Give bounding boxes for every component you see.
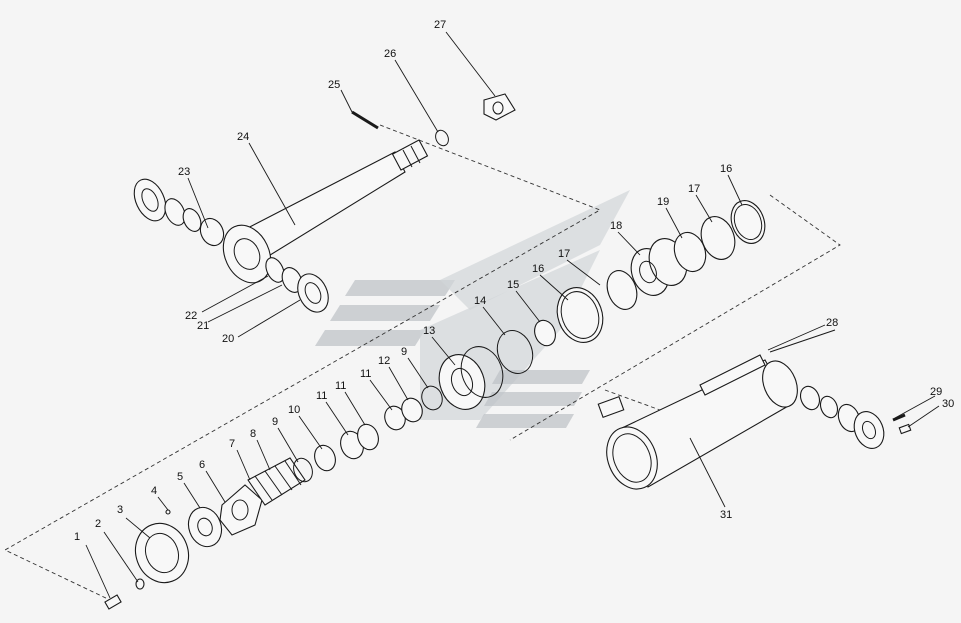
part-label-26: 26 [384, 48, 396, 60]
part-label-27: 27 [434, 19, 446, 31]
part-label-11a: 11 [316, 390, 327, 402]
rod-end-seals [133, 178, 225, 247]
part-label-19: 19 [657, 196, 669, 208]
rings-19-16-17 [673, 200, 766, 273]
slotted-nut [483, 93, 516, 121]
part-label-1: 1 [74, 531, 80, 543]
part-label-13: 13 [423, 325, 435, 337]
part-label-15: 15 [507, 279, 519, 291]
piston-rod [222, 139, 429, 284]
part-label-14: 14 [474, 295, 486, 307]
part-label-12: 12 [378, 355, 390, 367]
part-label-29: 29 [930, 386, 942, 398]
part-label-11b: 11 [335, 380, 346, 392]
leader-lines [85, 31, 940, 599]
part-label-10: 10 [288, 404, 300, 416]
seal-14 [496, 330, 534, 374]
seal-rings-9-12 [293, 385, 443, 483]
part-label-16a: 16 [532, 263, 544, 275]
part-label-9b: 9 [401, 346, 407, 358]
part-label-2: 2 [95, 518, 101, 530]
screw-4 [165, 509, 171, 515]
bolt-1 [104, 594, 122, 610]
flange-5 [187, 506, 223, 548]
part-label-30: 30 [942, 398, 954, 410]
cylinder-tube [597, 329, 912, 490]
part-label-31: 31 [720, 509, 732, 521]
part-label-22: 22 [185, 310, 197, 322]
dashed-axis-lines [4, 124, 841, 601]
pin-bolt [351, 110, 379, 130]
guide-6 [219, 484, 263, 536]
part-label-11c: 11 [360, 368, 371, 380]
part-label-20: 20 [222, 333, 234, 345]
part-label-4: 4 [151, 485, 157, 497]
part-label-6: 6 [199, 459, 205, 471]
part-label-23: 23 [178, 166, 190, 178]
rings-16-17 [556, 270, 638, 343]
rod-eye-bearing-parts [265, 257, 329, 313]
piston-13 [438, 346, 504, 410]
part-label-5: 5 [177, 471, 183, 483]
part-label-9a: 9 [272, 416, 278, 428]
part-label-25: 25 [328, 79, 340, 91]
bushing-15 [534, 319, 556, 347]
part-label-17b: 17 [688, 183, 700, 195]
part-label-3: 3 [117, 504, 123, 516]
part-number-labels: 1 2 3 4 5 6 7 8 9 10 11 11 11 12 9 13 14… [74, 19, 954, 543]
part-label-8: 8 [250, 428, 256, 440]
part-label-16b: 16 [720, 163, 732, 175]
o-ring [435, 129, 449, 147]
part-label-17a: 17 [558, 248, 570, 260]
part-label-18: 18 [610, 220, 622, 232]
part-label-28: 28 [826, 317, 838, 329]
part-label-7: 7 [229, 438, 235, 450]
spring-7-8 [247, 457, 306, 506]
part-label-21: 21 [197, 320, 209, 332]
part-label-24: 24 [237, 131, 249, 143]
gland-nut-3 [134, 522, 190, 584]
